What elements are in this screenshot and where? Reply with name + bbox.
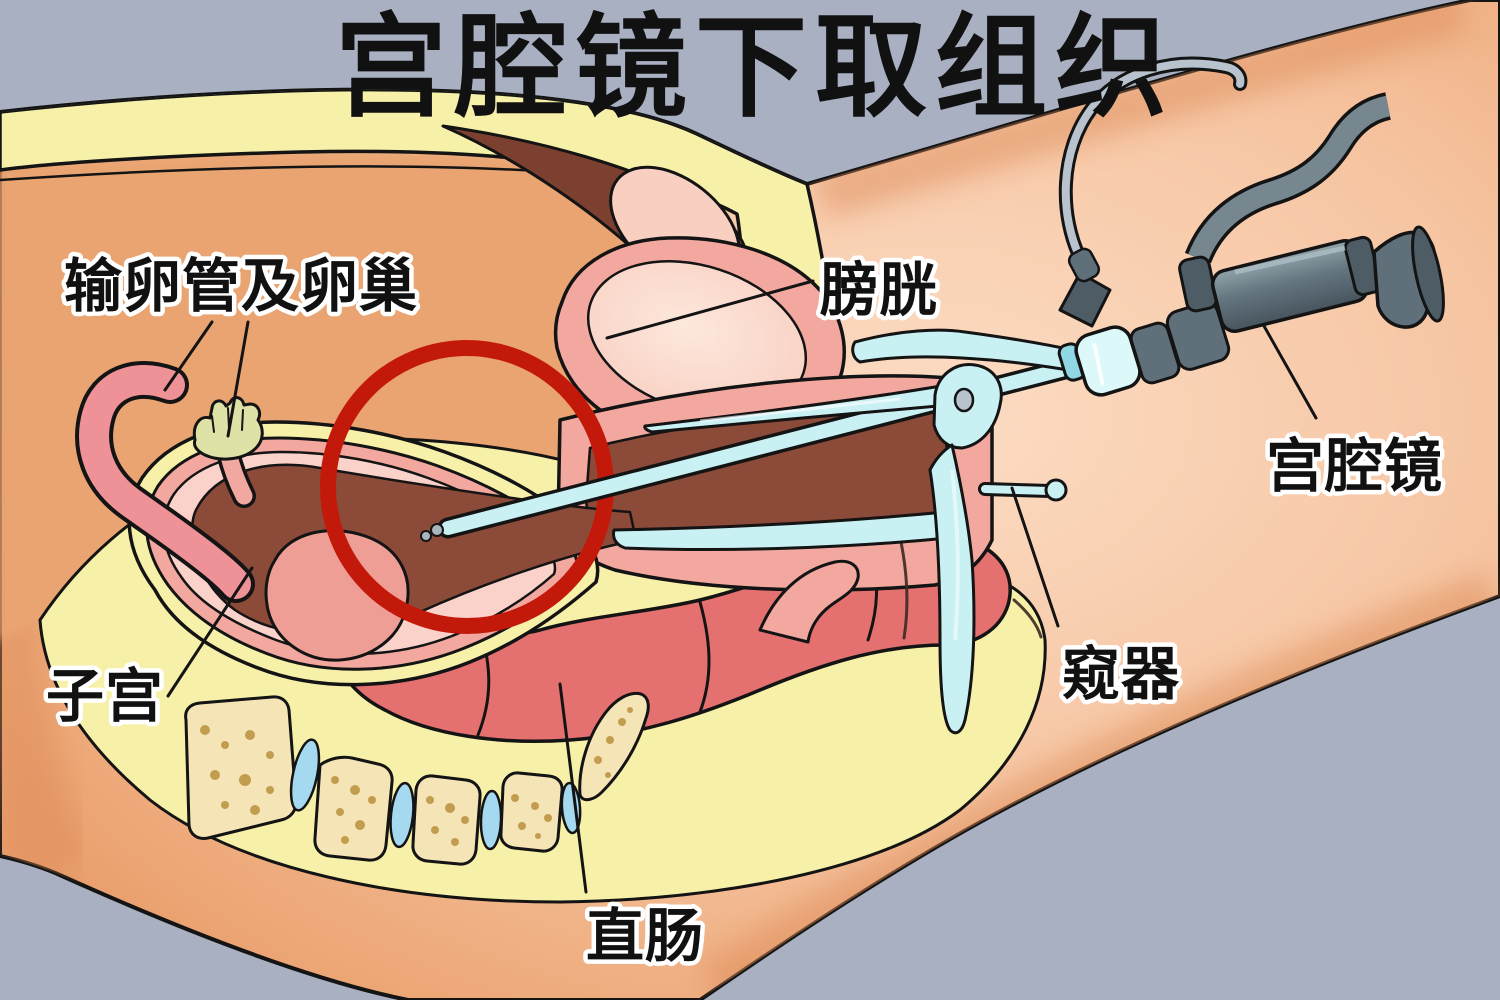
vertebra-1 xyxy=(184,695,298,840)
page-title: 宫腔镜下取组织 xyxy=(335,3,1175,133)
endometrial-polyp xyxy=(264,529,410,662)
inflow-connector xyxy=(1058,271,1112,328)
thigh-crease xyxy=(1012,598,1043,639)
speculum-handle xyxy=(928,443,976,735)
disc-1 xyxy=(289,738,321,812)
speculum-upper-blade xyxy=(643,384,943,434)
skin-shade-top xyxy=(813,0,1469,219)
screw-knob xyxy=(1044,478,1068,502)
biopsy-tip-2 xyxy=(420,530,432,542)
pivot-hole xyxy=(953,387,975,413)
ribbon-cable xyxy=(1188,95,1391,263)
biopsy-tip-1 xyxy=(430,523,444,537)
fallopian-tube xyxy=(79,365,251,599)
label-fallopian-tube-ovary: 输卵管及卵巢 xyxy=(64,252,418,320)
barrel-highlight xyxy=(1234,245,1346,275)
inflow-collar xyxy=(1067,247,1101,283)
coccyx xyxy=(578,691,650,802)
speculum-lower-blade xyxy=(612,510,950,552)
leader-hysteroscope xyxy=(1262,324,1318,420)
hub-highlight xyxy=(1092,342,1105,385)
speculum-instrument xyxy=(612,328,1084,735)
screw-rod xyxy=(981,485,1054,495)
hysteroscope-device xyxy=(1057,56,1445,397)
disc-2 xyxy=(389,781,415,849)
posterior-fornix-fold xyxy=(758,559,860,644)
leader-rectum xyxy=(558,682,588,894)
label-hysteroscope: 宫腔镜 xyxy=(1266,432,1443,500)
bone-speckles xyxy=(200,707,633,846)
leader-lines xyxy=(163,279,1318,894)
vertebra-4 xyxy=(499,771,564,853)
label-speculum: 窥器 xyxy=(1062,640,1180,708)
skin-shade-left xyxy=(0,127,91,885)
leader-tube xyxy=(163,320,214,392)
vertebra-2 xyxy=(313,755,394,862)
leader-speculum xyxy=(1010,486,1060,628)
labels-layer: 输卵管及卵巢 膀胱 宫腔镜 子宫 窥器 直肠 xyxy=(42,248,1447,975)
handle-highlight xyxy=(950,469,960,641)
blade-highlight xyxy=(699,397,901,423)
disc-3 xyxy=(479,789,503,851)
leader-ovary xyxy=(226,320,250,438)
sacrum-coccyx xyxy=(184,691,650,866)
speculum-top-bar xyxy=(851,328,1084,374)
label-rectum: 直肠 xyxy=(586,902,704,970)
leader-uterus xyxy=(166,566,254,698)
vertebra-3 xyxy=(411,774,482,866)
rectum-lobe-line2 xyxy=(698,600,711,714)
leader-bladder xyxy=(605,279,815,340)
eyepiece-face xyxy=(1411,225,1445,323)
light-cable xyxy=(1061,59,1245,266)
label-bladder: 膀胱 xyxy=(820,256,938,324)
label-uterus: 子宫 xyxy=(46,662,164,730)
